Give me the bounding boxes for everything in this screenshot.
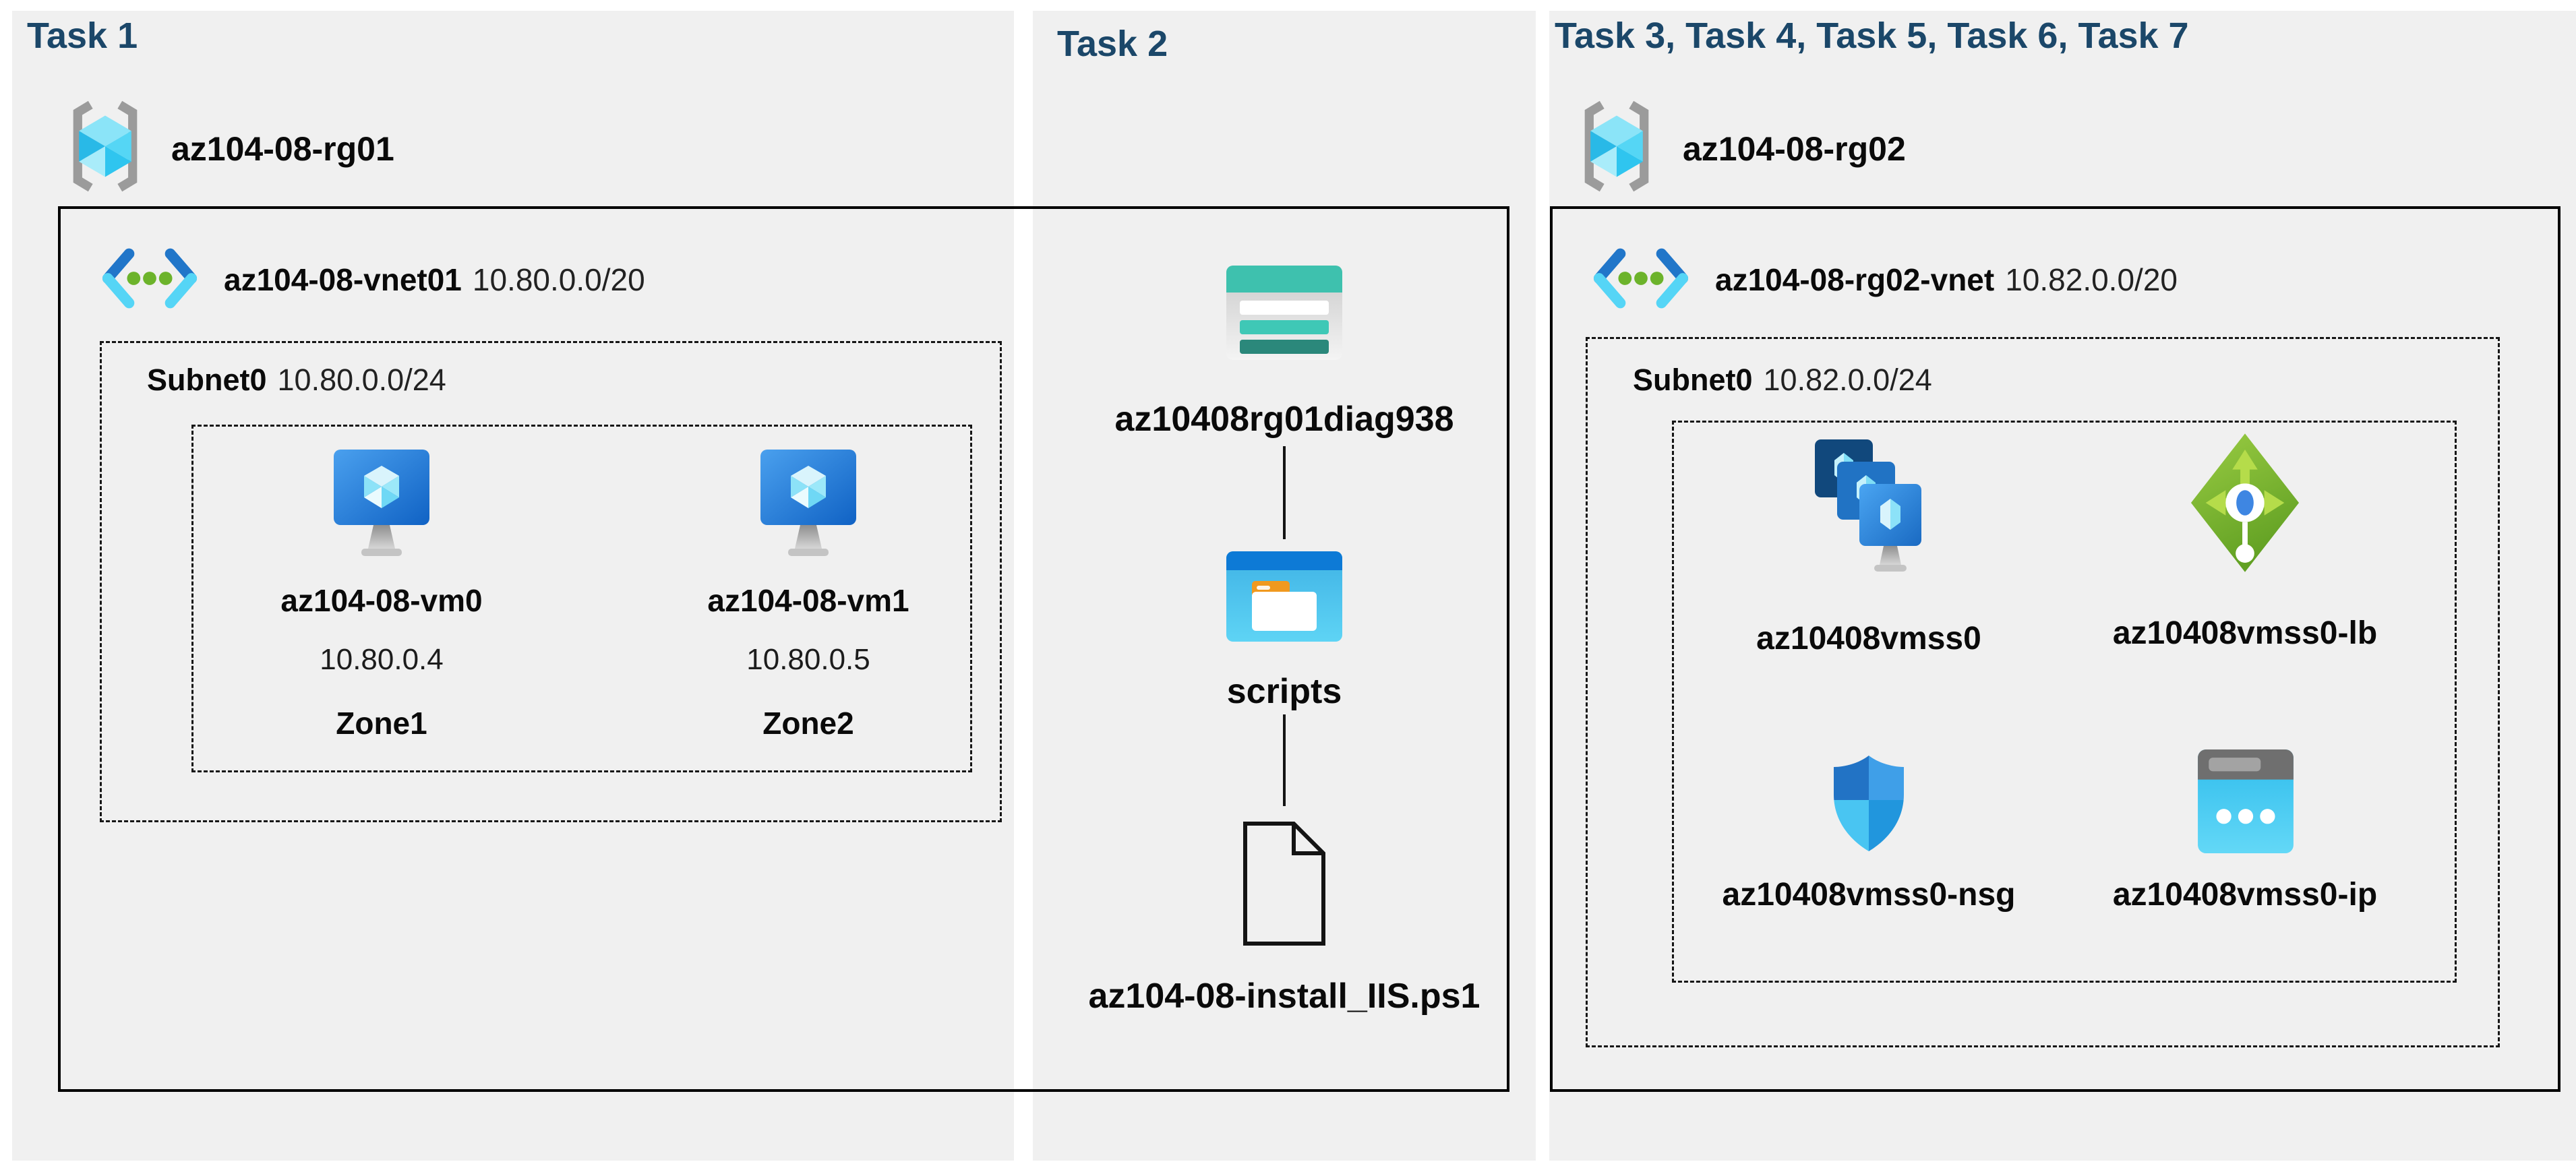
vm0-zone: Zone1 [336,706,427,741]
task3-heading: Task 3, Task 4, Task 5, Task 6, Task 7 [1555,16,2189,56]
public-ip-name: az10408vmss0-ip [2112,877,2378,913]
virtual-machine-icon [334,450,429,556]
rg01-boundary-box [58,206,1509,1092]
virtual-machine-icon [760,450,856,556]
vnet02-name: az104-08-rg02-vnet [1715,262,1995,297]
subnet0-rg01-box [100,341,1002,822]
vnet01-name: az104-08-vnet01 [224,262,462,297]
subnet0-rg01-name: Subnet0 [147,363,267,397]
vnet01-label: az104-08-vnet01 10.80.0.0/20 [224,262,645,298]
storage-to-container-connector [1283,446,1286,539]
container-to-file-connector [1283,714,1286,806]
rg02-boundary-box [1550,206,2560,1092]
task2-heading: Task 2 [1057,24,1168,64]
vmss-resources-box [1672,421,2457,983]
storage-account-icon [1226,266,1342,360]
subnet0-rg02-cidr: 10.82.0.0/24 [1763,363,1932,397]
vm-scale-set-icon [1815,439,1921,572]
vmss-name: az10408vmss0 [1756,621,1981,656]
subnet0-rg02-label: Subnet0 10.82.0.0/24 [1633,363,1932,398]
virtual-network-icon [102,248,198,309]
subnet0-rg01-label: Subnet0 10.80.0.0/24 [147,363,446,398]
vm0-ip: 10.80.0.4 [320,643,444,676]
vm1-name: az104-08-vm1 [707,583,909,618]
blob-container-icon [1226,551,1342,642]
task1-panel [12,11,1014,1161]
vm1-ip: 10.80.0.5 [746,643,870,676]
vnet02-label: az104-08-rg02-vnet 10.82.0.0/20 [1715,262,2178,298]
vm-zones-box [191,425,972,772]
virtual-network-icon [1593,248,1689,309]
task3-panel [1549,11,2576,1161]
network-security-group-icon [1834,756,1904,851]
script-file-name: az104-08-install_IIS.ps1 [1088,977,1480,1016]
nsg-name: az10408vmss0-nsg [1722,877,2016,913]
script-file-icon [1243,822,1325,946]
resource-group-icon [1584,100,1649,192]
resource-group-icon [73,100,138,192]
vnet02-cidr: 10.82.0.0/20 [2005,262,2178,297]
vm1-zone: Zone2 [762,706,854,741]
subnet0-rg02-name: Subnet0 [1633,363,1753,397]
subnet0-rg02-box [1586,337,2500,1047]
container-name: scripts [1226,672,1342,711]
load-balancer-icon [2190,433,2300,572]
vm0-name: az104-08-vm0 [280,583,483,618]
rg02-name: az104-08-rg02 [1683,130,1906,168]
task1-heading: Task 1 [27,16,138,56]
rg01-name: az104-08-rg01 [171,130,394,168]
vnet01-cidr: 10.80.0.0/20 [472,262,645,297]
storage-account-name: az10408rg01diag938 [1114,400,1454,439]
lb-name: az10408vmss0-lb [2112,615,2378,651]
subnet0-rg01-cidr: 10.80.0.0/24 [277,363,446,397]
public-ip-icon [2198,749,2294,853]
